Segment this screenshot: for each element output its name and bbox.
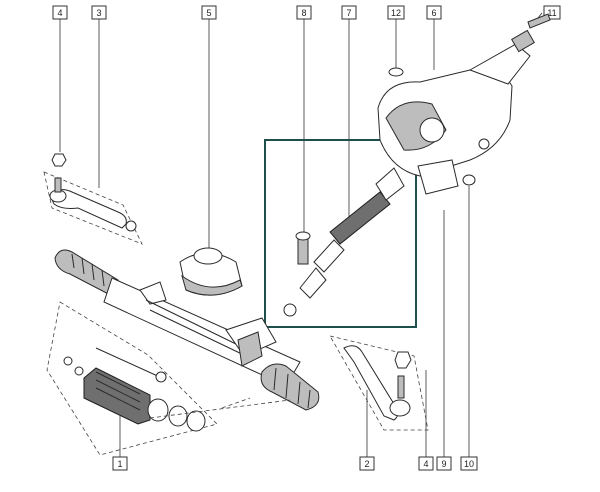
callout-4-bottom: 4: [418, 456, 434, 471]
callout-9: 9: [436, 456, 452, 471]
svg-text:8: 8: [301, 8, 306, 18]
tie-rod-end-left: [43, 153, 143, 245]
svg-text:2: 2: [364, 459, 369, 469]
svg-text:9: 9: [441, 459, 446, 469]
svg-text:12: 12: [391, 8, 401, 18]
bolt-11: [527, 13, 551, 29]
callout-3: 3: [91, 5, 107, 20]
svg-text:10: 10: [464, 459, 474, 469]
callout-5: 5: [201, 5, 217, 20]
svg-text:11: 11: [547, 8, 556, 18]
callout-10: 10: [460, 456, 478, 471]
callout-12: 12: [387, 5, 405, 20]
gaiter-kit-left: [46, 301, 218, 456]
nut-4-right: [394, 351, 412, 369]
callout-8: 8: [296, 5, 312, 20]
nut-4-left: [51, 153, 67, 167]
svg-text:7: 7: [346, 8, 351, 18]
intermediate-shaft: [283, 167, 405, 317]
svg-text:3: 3: [96, 8, 101, 18]
svg-text:6: 6: [431, 8, 436, 18]
svg-text:4: 4: [57, 8, 62, 18]
washer-10: [462, 174, 476, 186]
shaft-highlight-frame: [264, 139, 417, 328]
callout-2: 2: [359, 456, 375, 471]
rack-mount-bush: [179, 247, 243, 296]
svg-text:1: 1: [117, 459, 122, 469]
svg-text:5: 5: [206, 8, 211, 18]
callout-4-top: 4: [52, 5, 68, 20]
callout-7: 7: [341, 5, 357, 20]
steering-rack: [54, 249, 320, 419]
callout-1: 1: [112, 456, 128, 471]
tie-rod-end-right: [329, 335, 429, 431]
steering-column: [377, 13, 551, 195]
svg-text:4: 4: [423, 459, 428, 469]
callout-6: 6: [426, 5, 442, 20]
ring-12: [388, 67, 404, 77]
